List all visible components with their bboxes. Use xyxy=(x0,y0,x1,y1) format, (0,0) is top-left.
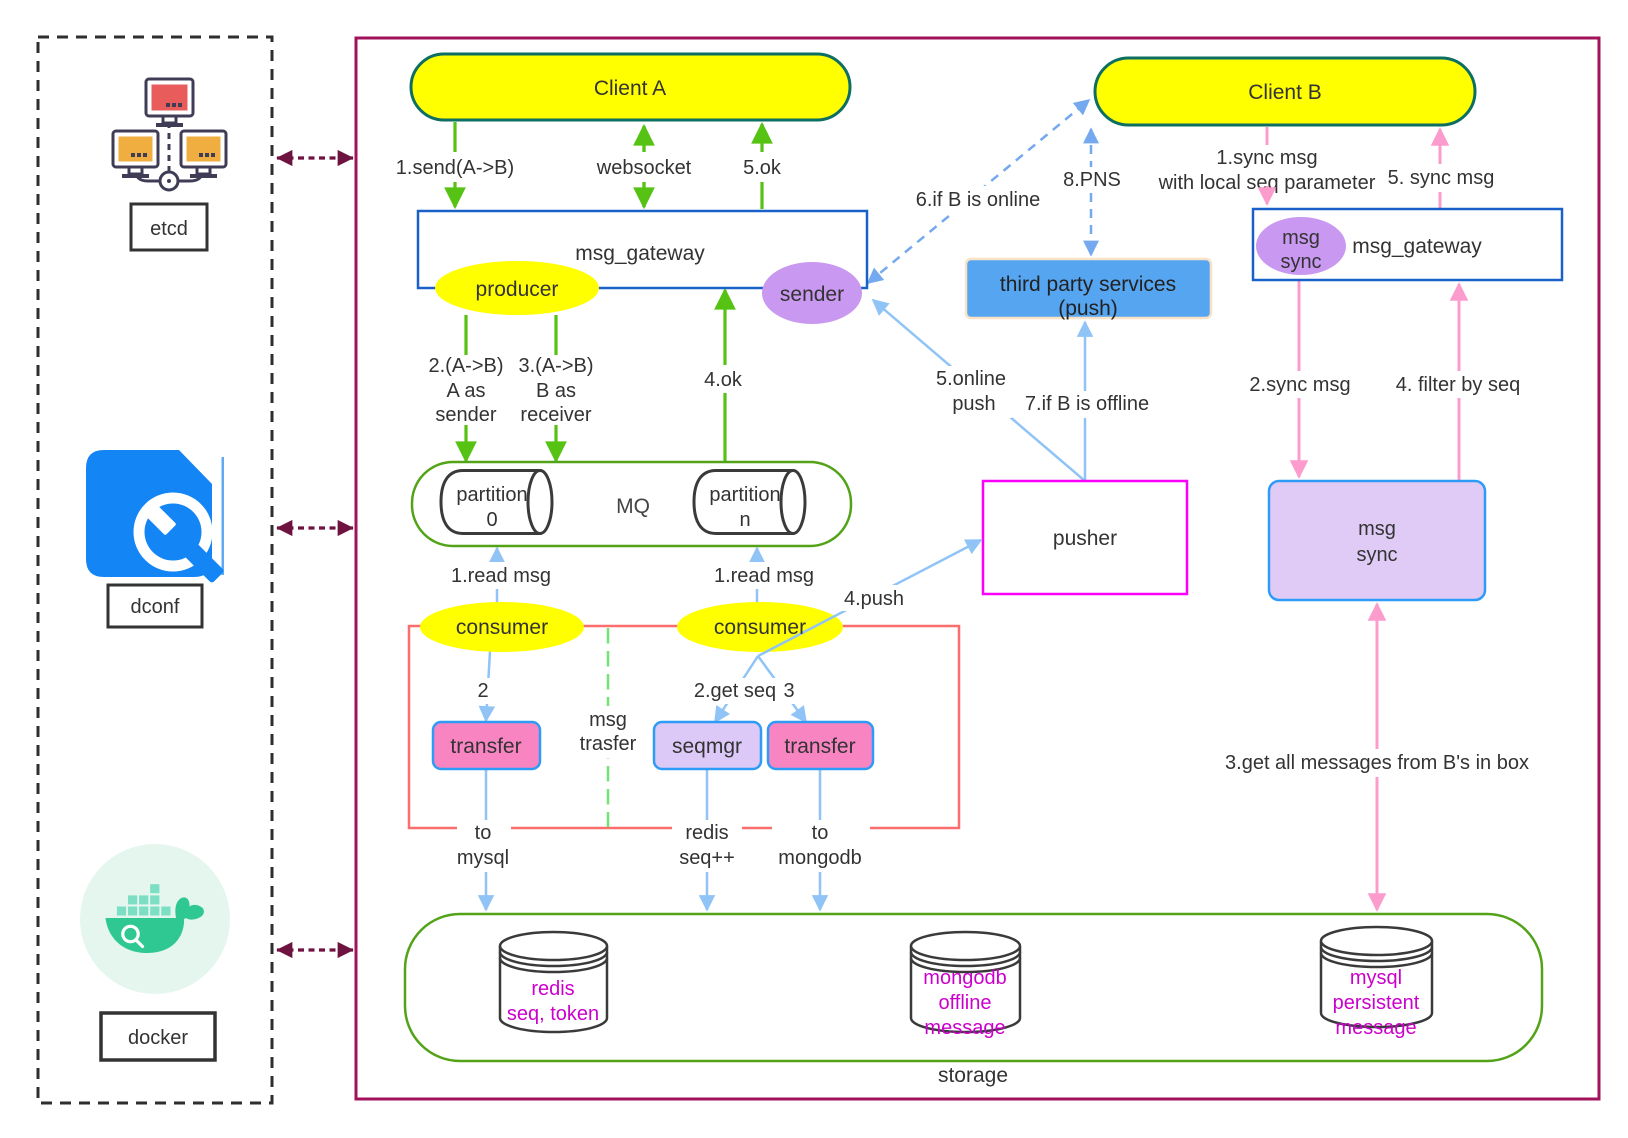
svg-text:dconf: dconf xyxy=(131,596,180,618)
svg-text:5. sync msg: 5. sync msg xyxy=(1388,167,1495,189)
svg-text:msg_gateway: msg_gateway xyxy=(575,242,705,265)
svg-text:transfer: transfer xyxy=(450,735,521,758)
svg-text:receiver: receiver xyxy=(520,404,591,426)
svg-text:docker: docker xyxy=(128,1027,188,1049)
svg-text:message: message xyxy=(924,1017,1005,1039)
svg-text:5.ok: 5.ok xyxy=(743,157,782,179)
svg-text:to: to xyxy=(475,822,492,844)
svg-text:producer: producer xyxy=(476,278,559,301)
svg-text:8.PNS: 8.PNS xyxy=(1063,169,1121,191)
svg-text:5.online: 5.online xyxy=(936,368,1006,390)
svg-text:sync: sync xyxy=(1280,251,1321,273)
svg-text:sender: sender xyxy=(780,283,844,306)
svg-text:redis: redis xyxy=(531,978,574,1000)
svg-text:(push): (push) xyxy=(1058,297,1118,320)
svg-text:mongodb: mongodb xyxy=(778,847,861,869)
svg-text:Client B: Client B xyxy=(1248,81,1322,104)
svg-text:4.ok: 4.ok xyxy=(704,369,743,391)
svg-text:1.send(A->B): 1.send(A->B) xyxy=(396,157,514,179)
svg-text:Client A: Client A xyxy=(594,77,666,100)
svg-text:etcd: etcd xyxy=(150,218,188,240)
svg-text:msg: msg xyxy=(589,709,627,731)
svg-text:third party services: third party services xyxy=(1000,273,1176,296)
svg-text:1.read msg: 1.read msg xyxy=(451,565,551,587)
svg-text:4. filter by seq: 4. filter by seq xyxy=(1396,374,1521,396)
svg-text:1.read msg: 1.read msg xyxy=(714,565,814,587)
svg-text:mysql: mysql xyxy=(1350,967,1402,989)
svg-text:msg: msg xyxy=(1358,518,1396,540)
svg-text:3: 3 xyxy=(783,680,794,702)
svg-text:pusher: pusher xyxy=(1053,527,1117,550)
svg-text:3.get all messages from B's in: 3.get all messages from B's in box xyxy=(1225,752,1529,774)
svg-text:trasfer: trasfer xyxy=(580,733,637,755)
svg-text:persistent: persistent xyxy=(1333,992,1420,1014)
svg-text:7.if B is offline: 7.if B is offline xyxy=(1025,393,1149,415)
svg-text:2.get seq: 2.get seq xyxy=(694,680,776,702)
svg-text:seqmgr: seqmgr xyxy=(672,735,742,758)
svg-text:B as: B as xyxy=(536,380,576,402)
svg-text:consumer: consumer xyxy=(714,616,806,639)
svg-text:websocket: websocket xyxy=(596,157,692,179)
svg-text:consumer: consumer xyxy=(456,616,548,639)
svg-text:seq++: seq++ xyxy=(679,847,735,869)
svg-text:A as: A as xyxy=(447,380,486,402)
svg-text:0: 0 xyxy=(486,509,497,531)
svg-text:mysql: mysql xyxy=(457,847,509,869)
svg-text:partition: partition xyxy=(709,484,780,506)
svg-text:seq, token: seq, token xyxy=(507,1003,599,1025)
svg-text:3.(A->B): 3.(A->B) xyxy=(518,355,593,377)
svg-text:redis: redis xyxy=(685,822,728,844)
svg-text:msg_gateway: msg_gateway xyxy=(1352,235,1482,258)
svg-text:sync: sync xyxy=(1356,544,1397,566)
svg-text:n: n xyxy=(739,509,750,531)
svg-text:2: 2 xyxy=(477,680,488,702)
svg-text:mongodb: mongodb xyxy=(923,967,1006,989)
svg-text:with local seq parameter: with local seq parameter xyxy=(1158,172,1376,194)
svg-text:transfer: transfer xyxy=(784,735,855,758)
svg-text:message: message xyxy=(1335,1017,1416,1039)
svg-text:MQ: MQ xyxy=(616,495,650,518)
svg-text:2.sync msg: 2.sync msg xyxy=(1249,374,1350,396)
svg-text:msg: msg xyxy=(1282,227,1320,249)
svg-text:offline: offline xyxy=(938,992,991,1014)
svg-text:6.if B is online: 6.if B is online xyxy=(916,189,1041,211)
svg-text:2.(A->B): 2.(A->B) xyxy=(428,355,503,377)
svg-text:1.sync msg: 1.sync msg xyxy=(1216,147,1317,169)
svg-text:to: to xyxy=(812,822,829,844)
svg-text:storage: storage xyxy=(938,1064,1008,1087)
svg-text:push: push xyxy=(952,393,995,415)
svg-text:partition: partition xyxy=(456,484,527,506)
svg-text:4.push: 4.push xyxy=(844,588,904,610)
svg-text:sender: sender xyxy=(435,404,496,426)
